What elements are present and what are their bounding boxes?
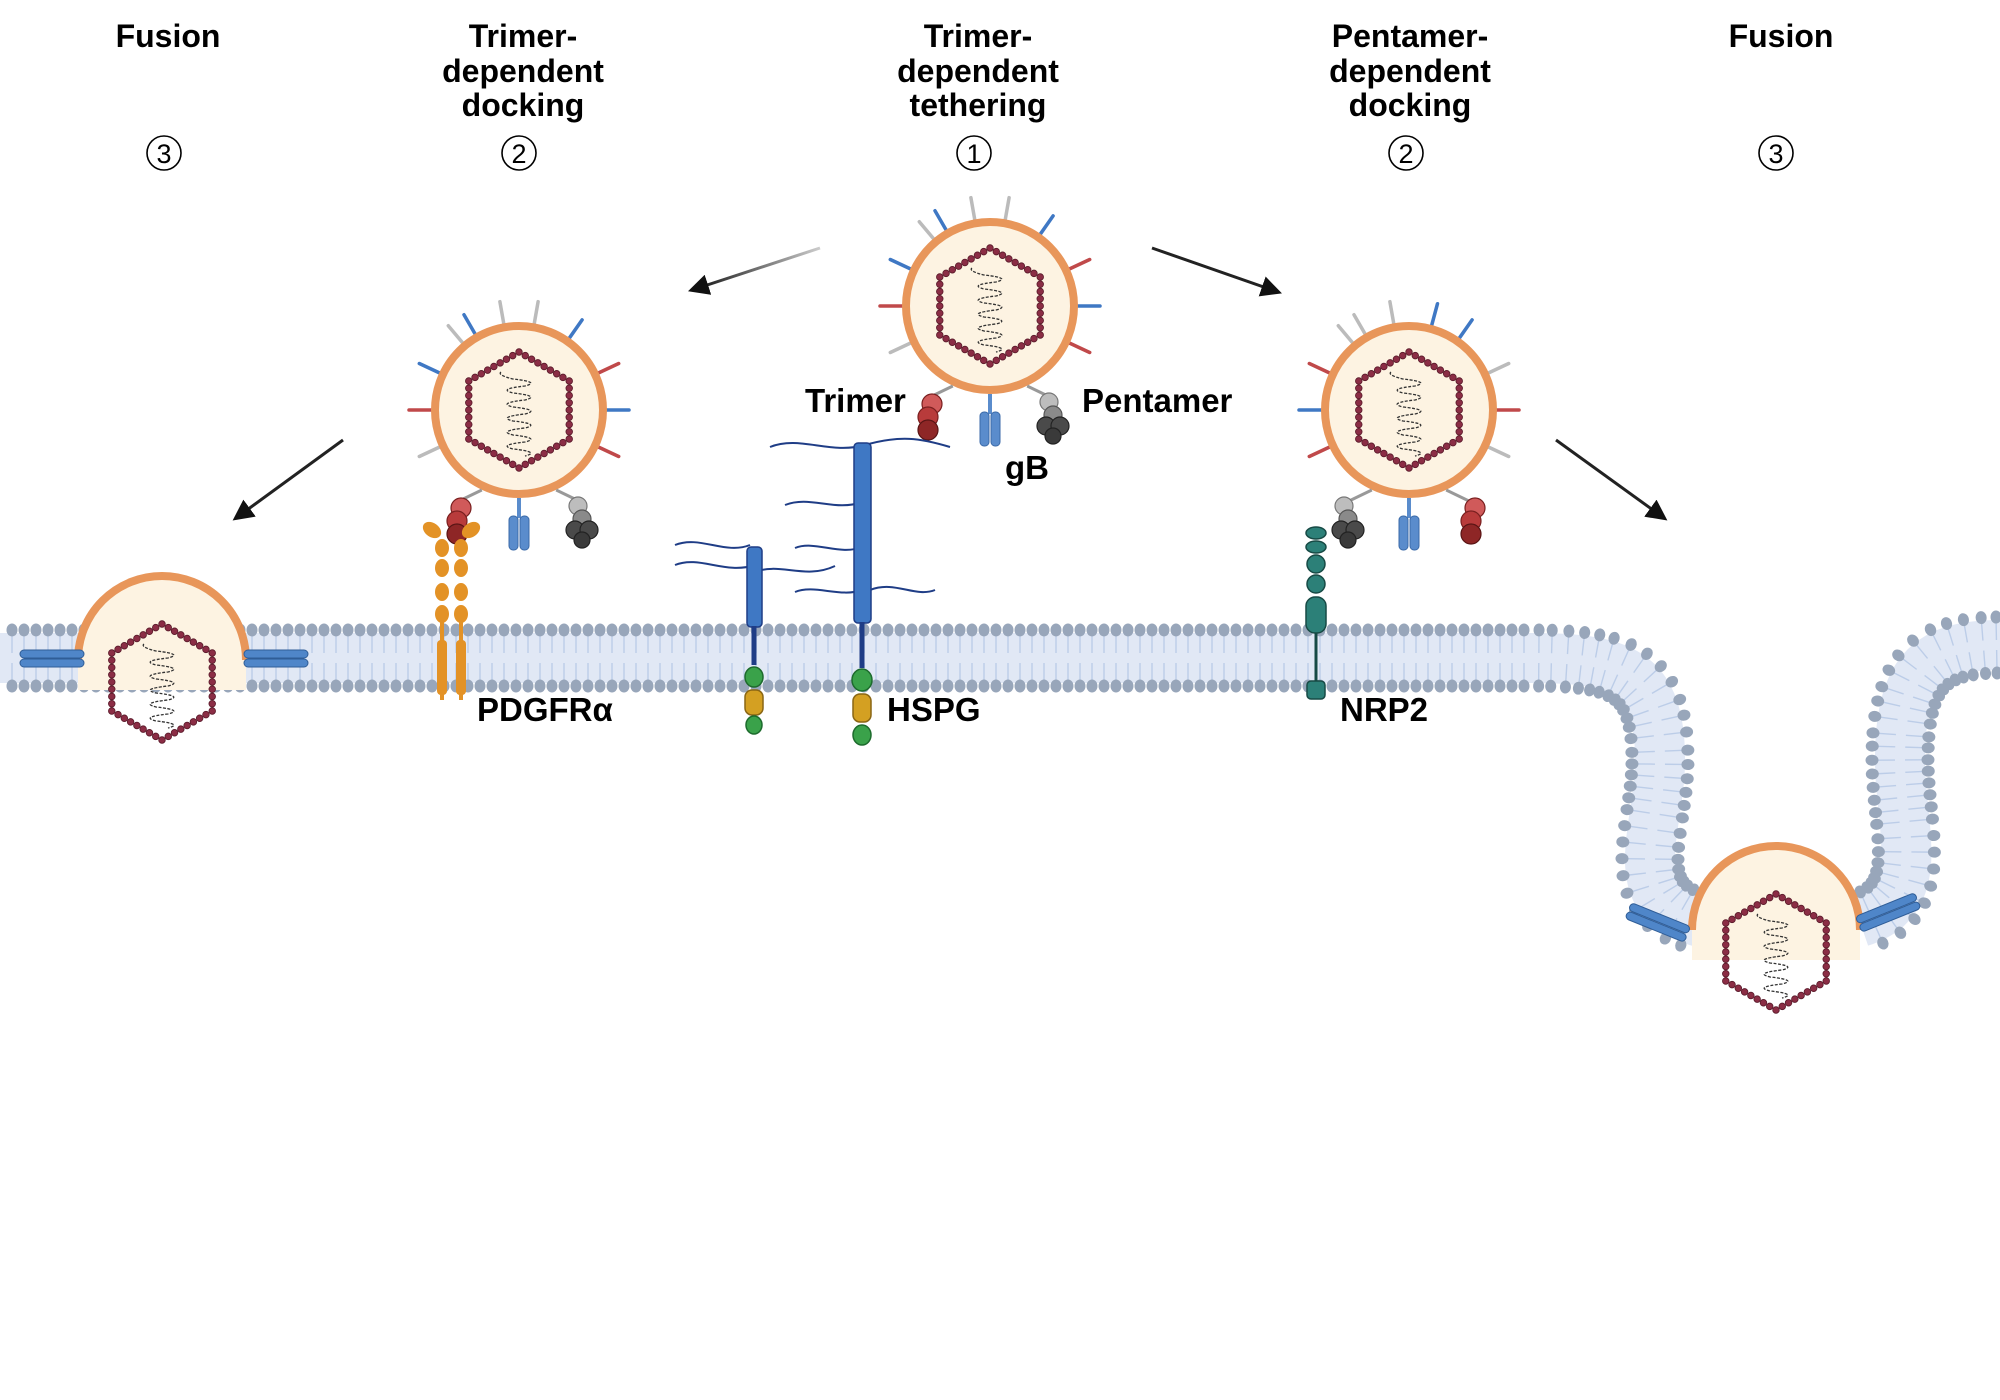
arrow-pentamer-docking-to-fusion — [1555, 438, 1668, 521]
pdgfra-chain — [422, 521, 449, 700]
gb-glycoprotein — [1398, 498, 1420, 551]
header-title: docking — [462, 87, 585, 123]
pentamer-glycoprotein — [555, 488, 599, 549]
pentamer-glycoprotein — [1331, 488, 1373, 549]
nrp2-receptor — [1305, 526, 1327, 700]
header-title: docking — [1349, 87, 1472, 123]
trimer-glycoprotein — [917, 384, 954, 441]
header-title: Fusion — [1729, 18, 1834, 54]
header-title: tethering — [910, 87, 1047, 123]
membrane-channel — [1856, 893, 1921, 932]
label-hspg: HSPG — [887, 691, 981, 728]
arrow-tethering-to-trimer-docking — [688, 246, 821, 295]
header-title: dependent — [442, 53, 604, 89]
step-number: 2 — [1398, 139, 1413, 169]
label-nrp2: NRP2 — [1340, 691, 1428, 728]
label-gb: gB — [1005, 449, 1049, 486]
gb-glycoprotein — [979, 394, 1001, 447]
fusion-virion-right — [1625, 842, 1921, 1014]
step-number: 2 — [511, 139, 526, 169]
membrane-channel — [1625, 903, 1690, 942]
fusion-virion-left — [19, 572, 309, 744]
header-title: Fusion — [116, 18, 221, 54]
header-title: dependent — [1329, 53, 1491, 89]
pentamer-glycoprotein — [1026, 384, 1070, 445]
step-badge-fusion-left: 3 — [146, 135, 182, 171]
step-number: 3 — [156, 139, 171, 169]
header-title: Pentamer- — [1332, 18, 1489, 54]
step-number: 3 — [1768, 139, 1783, 169]
step-badge-pentamer-docking: 2 — [1388, 135, 1424, 171]
step-badge-trimer-docking: 2 — [501, 135, 537, 171]
header-trimer-docking: Trimer- dependent docking — [442, 18, 604, 123]
header-pentamer-docking: Pentamer- dependent docking — [1329, 18, 1491, 123]
header-title: Trimer- — [924, 18, 1032, 54]
arrow-trimer-docking-to-fusion — [232, 438, 344, 521]
step-badge-fusion-right: 3 — [1758, 135, 1794, 171]
virion-trimer-docking — [407, 299, 631, 551]
membrane-channel — [243, 649, 309, 668]
gb-glycoprotein — [508, 498, 530, 551]
header-title: Trimer- — [469, 18, 577, 54]
label-trimer: Trimer — [805, 382, 906, 419]
hspg-proteoglycan-large — [769, 437, 951, 746]
header-fusion-left: Fusion — [116, 18, 221, 54]
pdgfra-chain — [454, 521, 481, 700]
membrane-channel — [19, 649, 85, 668]
trimer-glycoprotein — [446, 488, 483, 545]
pdgfra-receptor — [422, 521, 481, 700]
step-number: 1 — [966, 139, 981, 169]
label-pentamer: Pentamer — [1082, 382, 1233, 419]
label-pdgfra: PDGFRα — [477, 691, 613, 728]
trimer-glycoprotein — [1445, 488, 1486, 545]
hspg-proteoglycan-small — [674, 541, 836, 735]
header-trimer-tethering: Trimer- dependent tethering — [897, 18, 1059, 123]
virion-tethering — [878, 195, 1102, 447]
header-title: dependent — [897, 53, 1059, 89]
step-badge-trimer-tethering: 1 — [956, 135, 992, 171]
virion-pentamer-docking — [1297, 299, 1521, 551]
header-fusion-right: Fusion — [1729, 18, 1834, 54]
arrow-tethering-to-pentamer-docking — [1151, 246, 1282, 297]
